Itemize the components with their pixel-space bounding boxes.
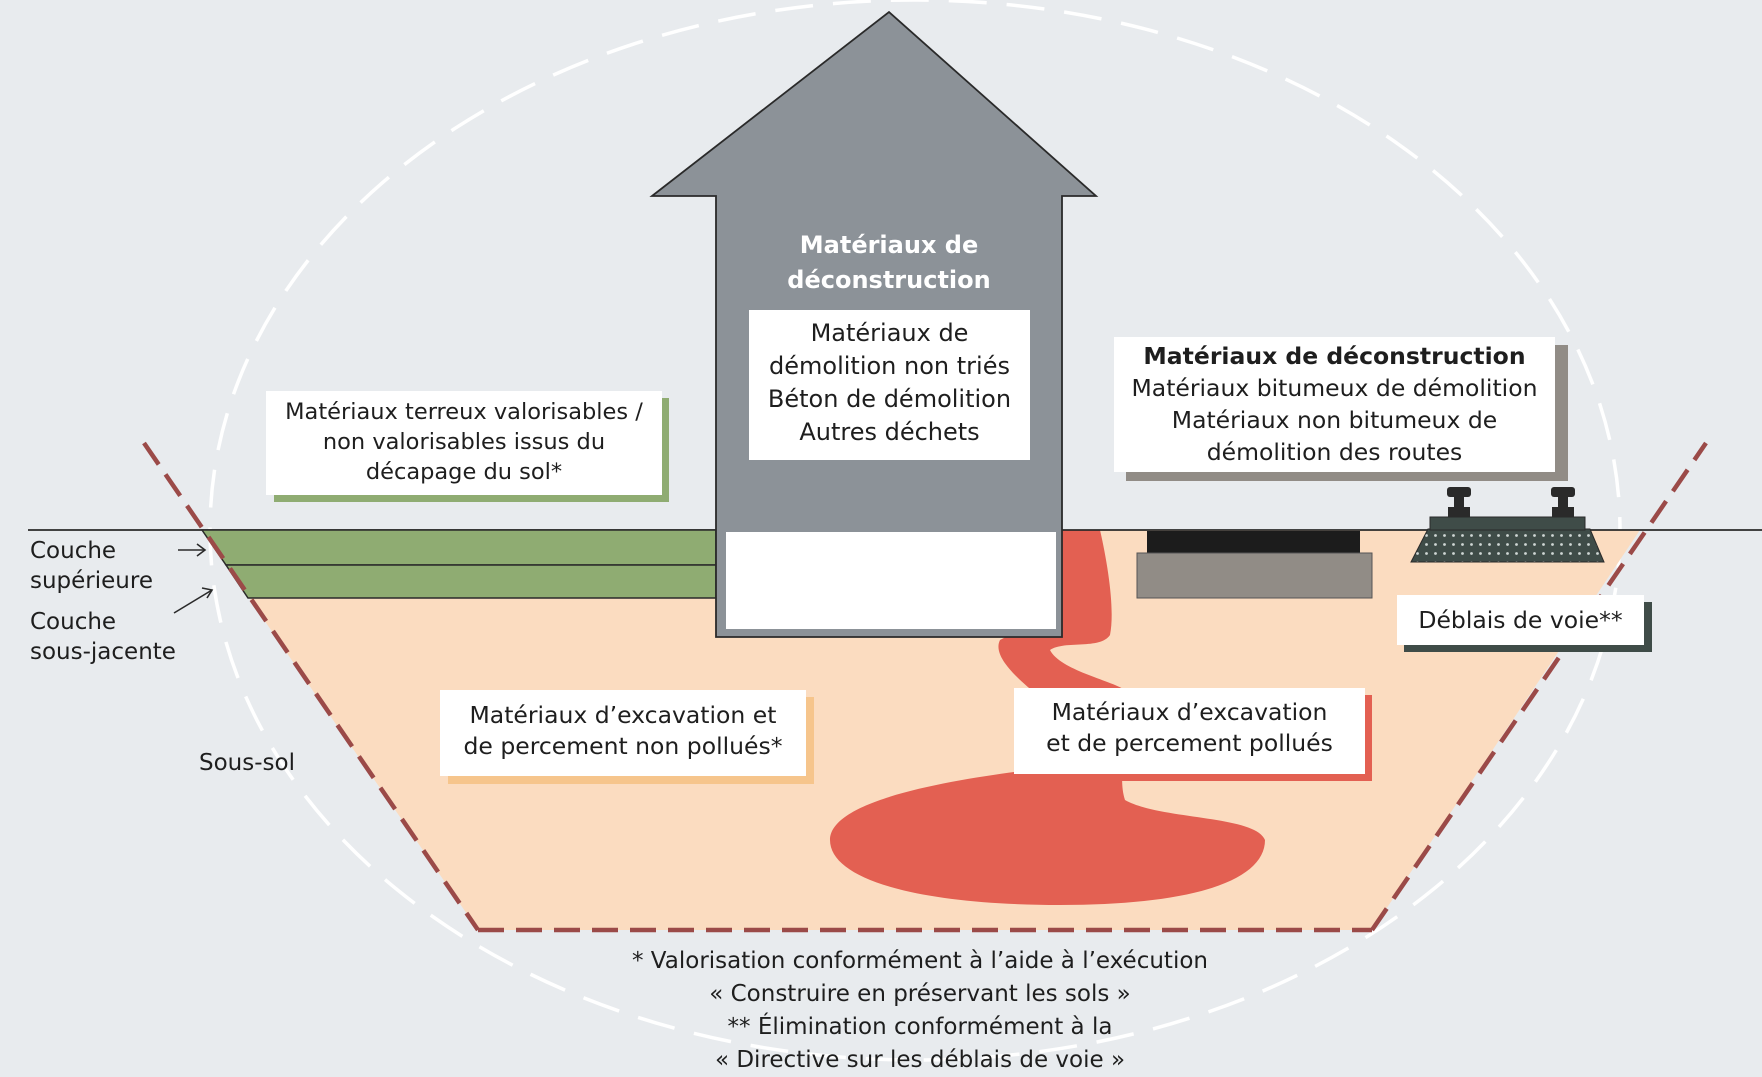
- trench-border: [142, 441, 1708, 933]
- demolition-materials-box: Matériaux de démolition non triés Béton …: [749, 310, 1030, 460]
- road-line-3: démolition des routes: [1206, 438, 1463, 466]
- demolition-line-4: Autres déchets: [799, 418, 980, 446]
- clean-excavation-box: Matériaux d’excavation et de percement n…: [440, 690, 806, 776]
- arrow-title-line-2: déconstruction: [787, 266, 991, 294]
- topsoil-layers: [200, 529, 717, 599]
- subsoil-label: Sous-sol: [199, 750, 295, 776]
- clean-line-1: Matériaux d’excavation et: [469, 701, 777, 729]
- railway-track: [1410, 487, 1605, 563]
- footnote-line-3: ** Élimination conformément à la: [727, 1014, 1113, 1040]
- road-layers: [1136, 531, 1373, 599]
- excavation-area: [202, 530, 1640, 930]
- road-line-2: Matériaux non bitumeux de: [1171, 406, 1498, 434]
- track-spoil-label: Déblais de voie**: [1418, 606, 1623, 634]
- topsoil-line-3: décapage du sol*: [365, 459, 563, 485]
- pollution-plume: [830, 530, 1265, 905]
- road-line-1: Matériaux bitumeux de démolition: [1131, 374, 1538, 402]
- top-layer-line-2: supérieure: [30, 568, 153, 594]
- footnote-line-2: « Construire en préservant les sols »: [709, 981, 1131, 1007]
- demolition-line-1: Matériaux de: [810, 319, 969, 347]
- clean-line-2: de percement non pollués*: [463, 732, 783, 760]
- topsoil-materials-box: Matériaux terreux valorisables / non val…: [266, 391, 662, 495]
- top-layer-label: Couche supérieure: [30, 536, 153, 596]
- footnote-line-1: * Valorisation conformément à l’aide à l…: [632, 948, 1208, 974]
- track-spoil-box: Déblais de voie**: [1397, 595, 1644, 645]
- polluted-line-1: Matériaux d’excavation: [1051, 698, 1328, 726]
- demolition-line-3: Béton de démolition: [767, 385, 1012, 413]
- sub-layer-label: Couche sous-jacente: [30, 607, 176, 667]
- sub-layer-line-1: Couche: [30, 609, 117, 635]
- polluted-line-2: et de percement pollués: [1046, 729, 1333, 757]
- top-layer-line-1: Couche: [30, 538, 117, 564]
- layer-pointer-arrows: [173, 543, 214, 614]
- demolition-line-2: démolition non triés: [769, 352, 1010, 380]
- road-box-title: Matériaux de déconstruction: [1143, 342, 1526, 370]
- footnote: * Valorisation conformément à l’aide à l…: [540, 945, 1300, 1077]
- sub-layer-line-2: sous-jacente: [30, 639, 176, 665]
- building-foundation: [726, 532, 1056, 629]
- topsoil-line-1: Matériaux terreux valorisables /: [285, 399, 643, 425]
- polluted-excavation-box: Matériaux d’excavation et de percement p…: [1014, 688, 1365, 774]
- arrow-title-line-1: Matériaux de: [799, 231, 979, 259]
- topsoil-line-2: non valorisables issus du: [322, 429, 606, 455]
- footnote-line-4: « Directive sur les déblais de voie »: [714, 1047, 1126, 1073]
- arrow-title: Matériaux de déconstruction: [736, 228, 1042, 298]
- road-materials-box: Matériaux de déconstruction Matériaux bi…: [1114, 337, 1555, 472]
